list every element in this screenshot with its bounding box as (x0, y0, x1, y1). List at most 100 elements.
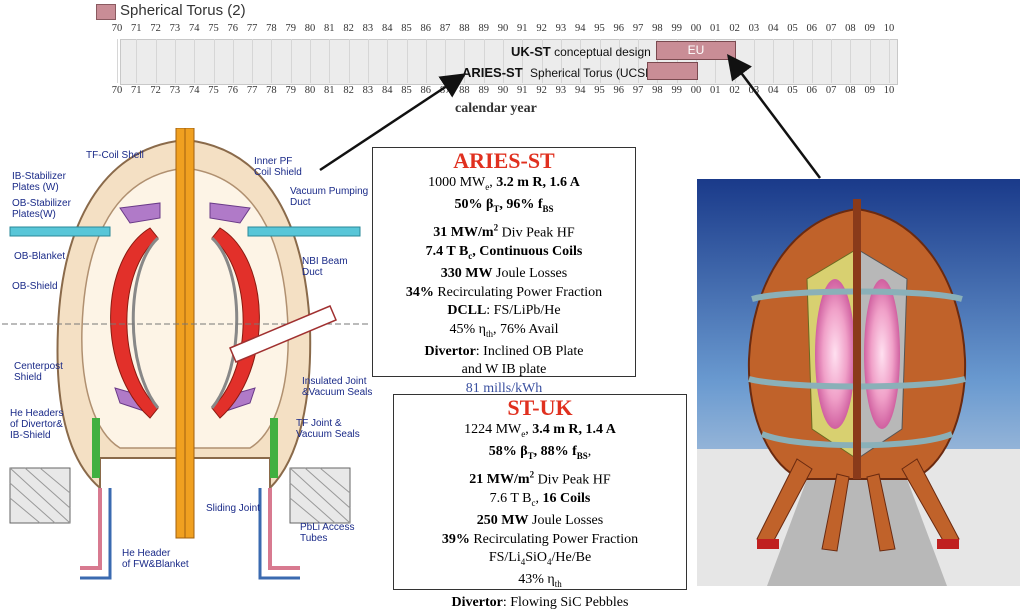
year-tick: 06 (806, 85, 818, 96)
year-tick: 92 (536, 23, 547, 34)
grid-line (889, 39, 890, 83)
grid-line (290, 39, 292, 83)
year-tick: 83 (362, 23, 374, 34)
aries-line-7: DCLL: FS/LiPb/He (447, 303, 561, 319)
year-tick: 95 (594, 23, 605, 34)
stuk-line-1: 1224 MWe, 3.4 m R, 1.4 A (464, 422, 616, 439)
st-uk-box: ST-UK 1224 MWe, 3.4 m R, 1.4 A 58% βT, 8… (393, 394, 687, 610)
year-tick: 86 (420, 85, 432, 96)
year-tick: 74 (188, 85, 200, 96)
stuk-line-2: 58% βT, 88% fBS, (488, 444, 592, 462)
year-tick: 97 (632, 23, 644, 34)
year-tick: 73 (169, 23, 181, 34)
year-tick: 87 (439, 23, 451, 34)
year-tick: 94 (574, 85, 586, 96)
grid-line (869, 39, 871, 83)
year-tick: 96 (613, 85, 625, 96)
st-uk-rendering (697, 179, 1020, 586)
year-tick: 91 (517, 85, 528, 96)
year-tick: 93 (555, 85, 567, 96)
grid-line (560, 39, 562, 83)
year-tick: 91 (517, 23, 528, 34)
year-tick: 79 (285, 85, 296, 96)
year-tick: 09 (864, 85, 875, 96)
aries-line-9: Divertor: Inclined OB Plate (424, 343, 584, 359)
year-tick: 03 (748, 23, 760, 34)
year-tick: 78 (266, 23, 277, 34)
grid-line (657, 39, 659, 83)
year-tick: 05 (787, 23, 798, 34)
label-ob-shield: OB-Shield (12, 281, 58, 292)
year-tick: 81 (324, 85, 335, 96)
arrow-to-aries (319, 73, 467, 172)
grid-line (155, 39, 157, 83)
aries-st-box: ARIES-ST 1000 MWe, 3.2 m R, 1.6 A 50% βT… (372, 147, 636, 396)
label-sliding-joint: Sliding Joint (206, 503, 260, 514)
grid-line (773, 39, 775, 83)
year-tick: 75 (208, 85, 219, 96)
year-tick: 96 (613, 23, 625, 34)
ob-blanket-left (110, 227, 159, 419)
grid-line (483, 39, 485, 83)
stuk-line-6: 39% Recirculating Power Fraction (441, 531, 639, 547)
grid-line (387, 39, 389, 83)
year-tick: 89 (478, 85, 489, 96)
year-tick: 73 (169, 85, 181, 96)
year-tick: 88 (459, 23, 470, 34)
ukst-desc: conceptual design (554, 45, 651, 59)
aries-line-10: and W IB plate (461, 362, 547, 378)
aries-line-4: 7.4 T Bc, Continuous Coils (425, 243, 583, 261)
year-tick: 08 (845, 85, 856, 96)
axis-label: calendar year (455, 101, 537, 116)
year-tick: 08 (845, 23, 856, 34)
label-tf-coil-shell: TF-Coil Shell (86, 150, 144, 161)
grid-line (638, 39, 640, 83)
grid-line (310, 39, 311, 83)
grid-line (715, 39, 717, 83)
grid-line (580, 39, 582, 83)
year-tick: 06 (806, 23, 818, 34)
year-tick: 84 (381, 85, 393, 96)
aries-name: ARIES-ST (462, 65, 523, 80)
year-tick: 71 (131, 23, 142, 34)
year-tick: 98 (652, 23, 663, 34)
aries-line-2: 50% βT, 96% fBS (454, 197, 554, 215)
year-tick: 04 (767, 85, 779, 96)
timeline-track (120, 39, 898, 85)
year-tick: 94 (574, 23, 586, 34)
eu-label: EU (687, 43, 705, 57)
year-tick: 72 (150, 85, 161, 96)
year-tick: 98 (652, 85, 663, 96)
year-tick: 00 (690, 23, 702, 34)
label-centerpost: Centerpost Shield (14, 361, 63, 383)
grid-line (232, 39, 234, 83)
year-tick: 02 (729, 23, 740, 34)
aries-cost: 81 mills/kWh (465, 380, 543, 396)
year-tick: 77 (246, 85, 258, 96)
year-tick: 78 (266, 85, 277, 96)
grid-line (618, 39, 620, 83)
year-tick: 01 (710, 85, 721, 96)
label-he-headers: He Headers of Divertor& IB-Shield (10, 408, 64, 441)
year-tick: 09 (864, 23, 875, 34)
grid-line (792, 39, 794, 83)
grid-line (753, 39, 755, 83)
grid-line (367, 39, 369, 83)
nbi-duct-shape (229, 305, 337, 363)
arrows-layer (319, 54, 821, 179)
aries-line-6: 34% Recirculating Power Fraction (405, 284, 603, 300)
aries-st-title: ARIES-ST (453, 148, 555, 173)
grid-line (425, 39, 427, 83)
year-tick: 10 (883, 23, 895, 34)
vacuum-duct-shape (247, 226, 361, 237)
year-tick: 85 (401, 23, 412, 34)
st-uk-title: ST-UK (507, 395, 573, 420)
year-tick: 89 (478, 23, 489, 34)
year-tick: 85 (401, 85, 412, 96)
year-tick: 70 (111, 23, 123, 34)
year-tick: 80 (304, 23, 316, 34)
grid-line (522, 39, 524, 83)
label-inner-pf: Inner PF Coil Shield (254, 156, 302, 178)
label-nbi-duct: NBI Beam Duct (302, 256, 348, 278)
grid-line (136, 39, 138, 83)
